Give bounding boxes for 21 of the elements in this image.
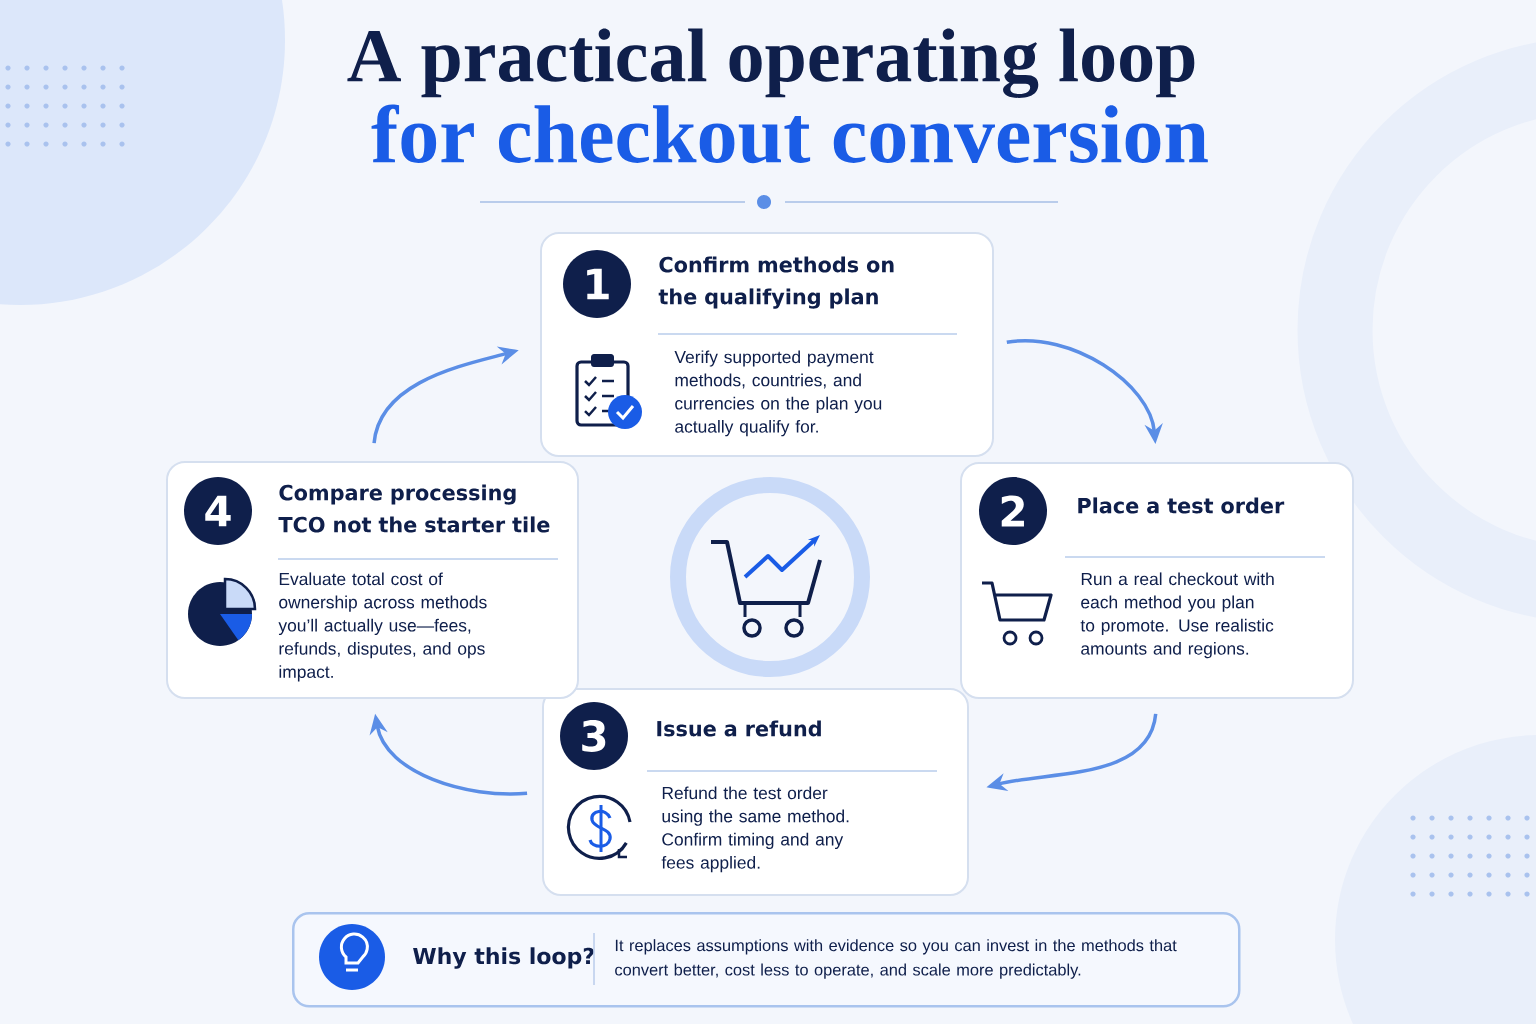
callout-heading: Why this loop? <box>413 947 594 969</box>
title: A practical operating loop <box>347 28 1195 98</box>
step-number: 4 <box>184 477 252 545</box>
step-description: Run a real checkout with each method you plan to promote. Use realistic amounts and regions. <box>1080 572 1274 659</box>
step-card <box>542 688 969 896</box>
step-card <box>166 461 579 699</box>
step-number: 3 <box>560 702 628 770</box>
callout-text: It replaces assumptions with evidence so you can invest in the methods that convert better, cost less to operate, and scale more predictably. <box>615 939 1177 979</box>
step-title: Confirm methods on the qualifying plan <box>658 256 894 309</box>
step-title: Place a test order <box>1078 497 1285 514</box>
step-number: 2 <box>979 477 1047 545</box>
step-card <box>540 232 994 457</box>
step-number: 1 <box>563 250 631 318</box>
step-description: Evaluate total cost of ownership across methods you’ll actually use—fees, refunds, disputes, and ops impact. <box>278 572 487 682</box>
subtitle: for checkout conversion <box>371 104 1208 164</box>
step-description: Verify supported payment methods, countries, and currencies on the plan you actually qualify for. <box>674 350 882 437</box>
callout-box <box>292 912 1241 1008</box>
step-title: Issue a refund <box>657 720 821 737</box>
step-title: Compare processing TCO not the starter tile <box>278 484 550 533</box>
step-description: Refund the test order using the same method. Confirm timing and any fees applied. <box>661 786 849 873</box>
step-card <box>960 462 1354 699</box>
